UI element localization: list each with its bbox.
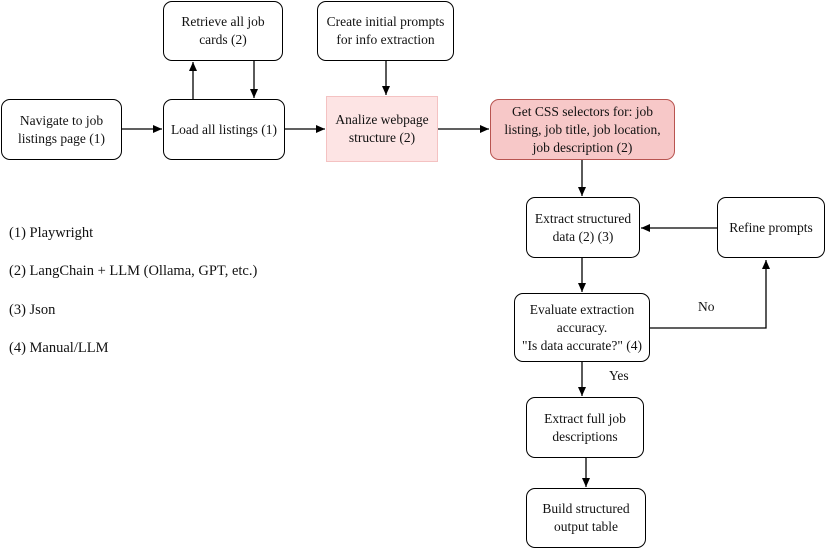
edge-label-no: No	[698, 299, 715, 314]
extract-full-node: Extract full job descriptions	[526, 397, 644, 458]
legend-item-langchain: (2) LangChain + LLM (Ollama, GPT, etc.)	[9, 263, 258, 279]
legend-item-playwright: (1) Playwright	[9, 225, 94, 241]
edge-evaluate-refine	[650, 260, 770, 329]
css-selectors-node: Get CSS selectors for: job listing, job …	[490, 99, 675, 160]
refine-prompts-node: Refine prompts	[717, 197, 825, 258]
extract-structured-node: Extract structured data (2) (3)	[526, 197, 640, 258]
analize-structure-node: Analize webpage structure (2)	[326, 96, 438, 162]
navigate-node: Navigate to job listings page (1)	[1, 99, 122, 160]
load-listings-node: Load all listings (1)	[163, 99, 285, 160]
evaluate-node: Evaluate extraction accuracy. "Is data a…	[514, 293, 650, 362]
build-table-node: Build structured output table	[526, 488, 646, 548]
legend-item-manual: (4) Manual/LLM	[9, 340, 109, 356]
retrieve-cards-node: Retrieve all job cards (2)	[163, 1, 283, 61]
legend-item-json: (3) Json	[9, 302, 56, 318]
create-prompts-node: Create initial prompts for info extracti…	[317, 1, 454, 61]
edge-label-yes: Yes	[609, 368, 629, 383]
